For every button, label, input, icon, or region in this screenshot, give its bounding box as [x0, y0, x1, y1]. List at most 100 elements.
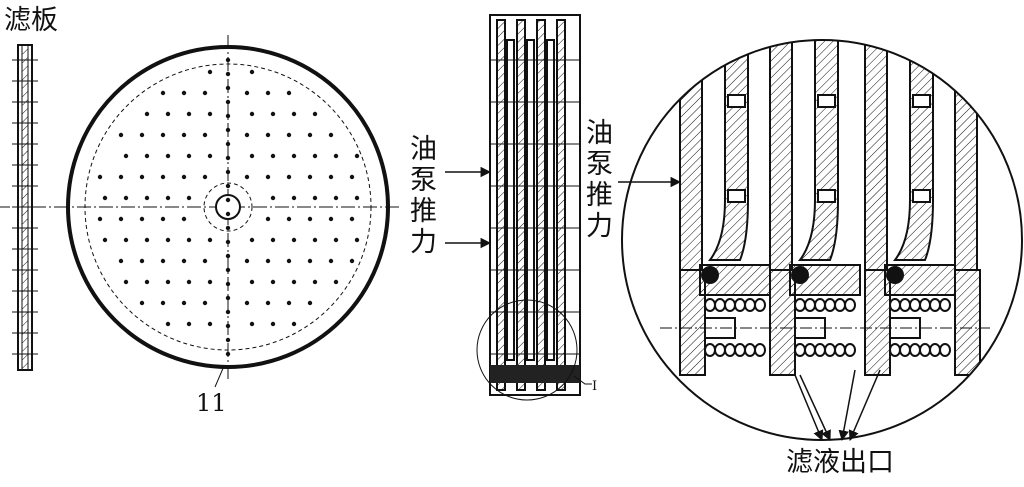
hole: [225, 197, 231, 203]
hole: [244, 90, 250, 96]
hole: [97, 216, 103, 222]
hole: [225, 99, 231, 105]
filter-plate-label: 滤板: [4, 5, 58, 36]
hole: [118, 216, 124, 222]
hole: [144, 237, 150, 243]
hole: [181, 216, 187, 222]
hole: [225, 155, 231, 161]
hole: [102, 237, 108, 243]
hole: [333, 195, 339, 201]
hole: [225, 295, 231, 301]
filtrate-outlet-label: 滤液出口: [786, 447, 894, 478]
hole: [312, 237, 318, 243]
hole: [270, 279, 276, 285]
hole: [354, 153, 360, 159]
hole: [181, 132, 187, 138]
hole: [139, 216, 145, 222]
hole: [186, 321, 192, 327]
hole: [291, 321, 297, 327]
hole: [291, 153, 297, 159]
hole: [160, 132, 166, 138]
hole: [160, 174, 166, 180]
hole: [118, 174, 124, 180]
hole: [265, 258, 271, 264]
plate-stack-view: [445, 14, 592, 401]
hole: [207, 237, 213, 243]
hole: [249, 153, 255, 159]
hole: [244, 258, 250, 264]
hole: [265, 174, 271, 180]
pump-thrust-detail-label: 油泵推力: [586, 118, 613, 242]
detail-view: [618, 39, 1023, 442]
hole: [165, 111, 171, 117]
hole: [160, 216, 166, 222]
hole: [270, 237, 276, 243]
hole: [165, 237, 171, 243]
hole: [270, 321, 276, 327]
hole: [328, 258, 334, 264]
hole: [207, 111, 213, 117]
hole: [225, 57, 231, 63]
hole: [144, 153, 150, 159]
hole: [249, 111, 255, 117]
hole: [160, 90, 166, 96]
hole: [202, 300, 208, 306]
hole: [286, 300, 292, 306]
hole: [139, 300, 145, 306]
hole: [328, 174, 334, 180]
hole: [265, 90, 271, 96]
hole: [265, 216, 271, 222]
hole: [225, 71, 231, 77]
hole: [244, 300, 250, 306]
hole: [312, 153, 318, 159]
hole: [244, 174, 250, 180]
hole: [144, 111, 150, 117]
hole: [202, 258, 208, 264]
hole: [160, 300, 166, 306]
hole: [144, 279, 150, 285]
hole: [286, 216, 292, 222]
hole: [118, 258, 124, 264]
hole: [225, 281, 231, 287]
hole: [307, 174, 313, 180]
hole: [165, 279, 171, 285]
part-number-label: 11: [196, 389, 227, 417]
hole: [225, 183, 231, 189]
hole: [354, 195, 360, 201]
hole: [139, 174, 145, 180]
hole: [225, 225, 231, 231]
hole: [225, 253, 231, 259]
hole: [181, 174, 187, 180]
hole: [333, 279, 339, 285]
hole: [270, 153, 276, 159]
hole: [186, 111, 192, 117]
hole: [265, 300, 271, 306]
filter-holes: [97, 57, 360, 357]
hole: [249, 279, 255, 285]
hole: [286, 90, 292, 96]
hole: [225, 337, 231, 343]
hole: [249, 237, 255, 243]
hole: [186, 279, 192, 285]
hole: [202, 174, 208, 180]
hole: [225, 351, 231, 357]
hole: [286, 174, 292, 180]
hole: [144, 195, 150, 201]
hole: [123, 153, 129, 159]
hole: [307, 300, 313, 306]
hole: [312, 279, 318, 285]
hole: [307, 216, 313, 222]
hole: [186, 195, 192, 201]
hole: [186, 153, 192, 159]
hole: [307, 132, 313, 138]
hole: [349, 174, 355, 180]
hole: [139, 132, 145, 138]
hole: [186, 237, 192, 243]
hole: [286, 132, 292, 138]
hole: [139, 258, 145, 264]
plate-front-view: [55, 35, 400, 388]
hole: [123, 279, 129, 285]
hole: [265, 132, 271, 138]
hole: [225, 113, 231, 119]
